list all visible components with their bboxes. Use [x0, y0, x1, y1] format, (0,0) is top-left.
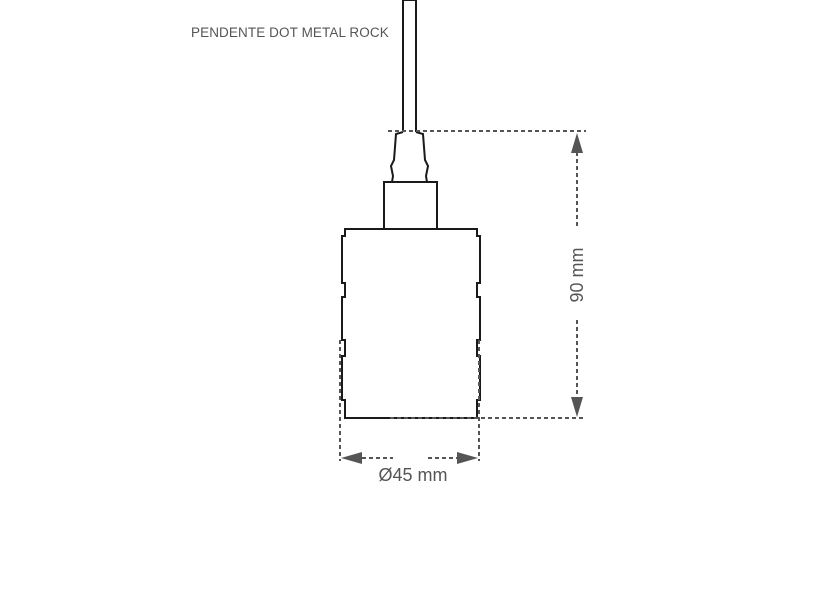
lamp-body [341, 228, 481, 419]
diameter-label: Ø45 mm [378, 465, 447, 485]
arrow-right-icon [457, 452, 478, 464]
height-label: 90 mm [567, 247, 587, 302]
arrow-down-icon [571, 397, 583, 417]
pendant-outline [341, 0, 481, 419]
dimension-lines [339, 130, 586, 461]
cable-connector [389, 131, 430, 183]
cable [402, 0, 417, 132]
arrow-up-icon [571, 133, 583, 153]
dimension-arrows [341, 133, 583, 464]
product-title: PENDENTE DOT METAL ROCK [191, 25, 389, 40]
socket-cap [383, 181, 438, 230]
arrow-left-icon [341, 452, 362, 464]
